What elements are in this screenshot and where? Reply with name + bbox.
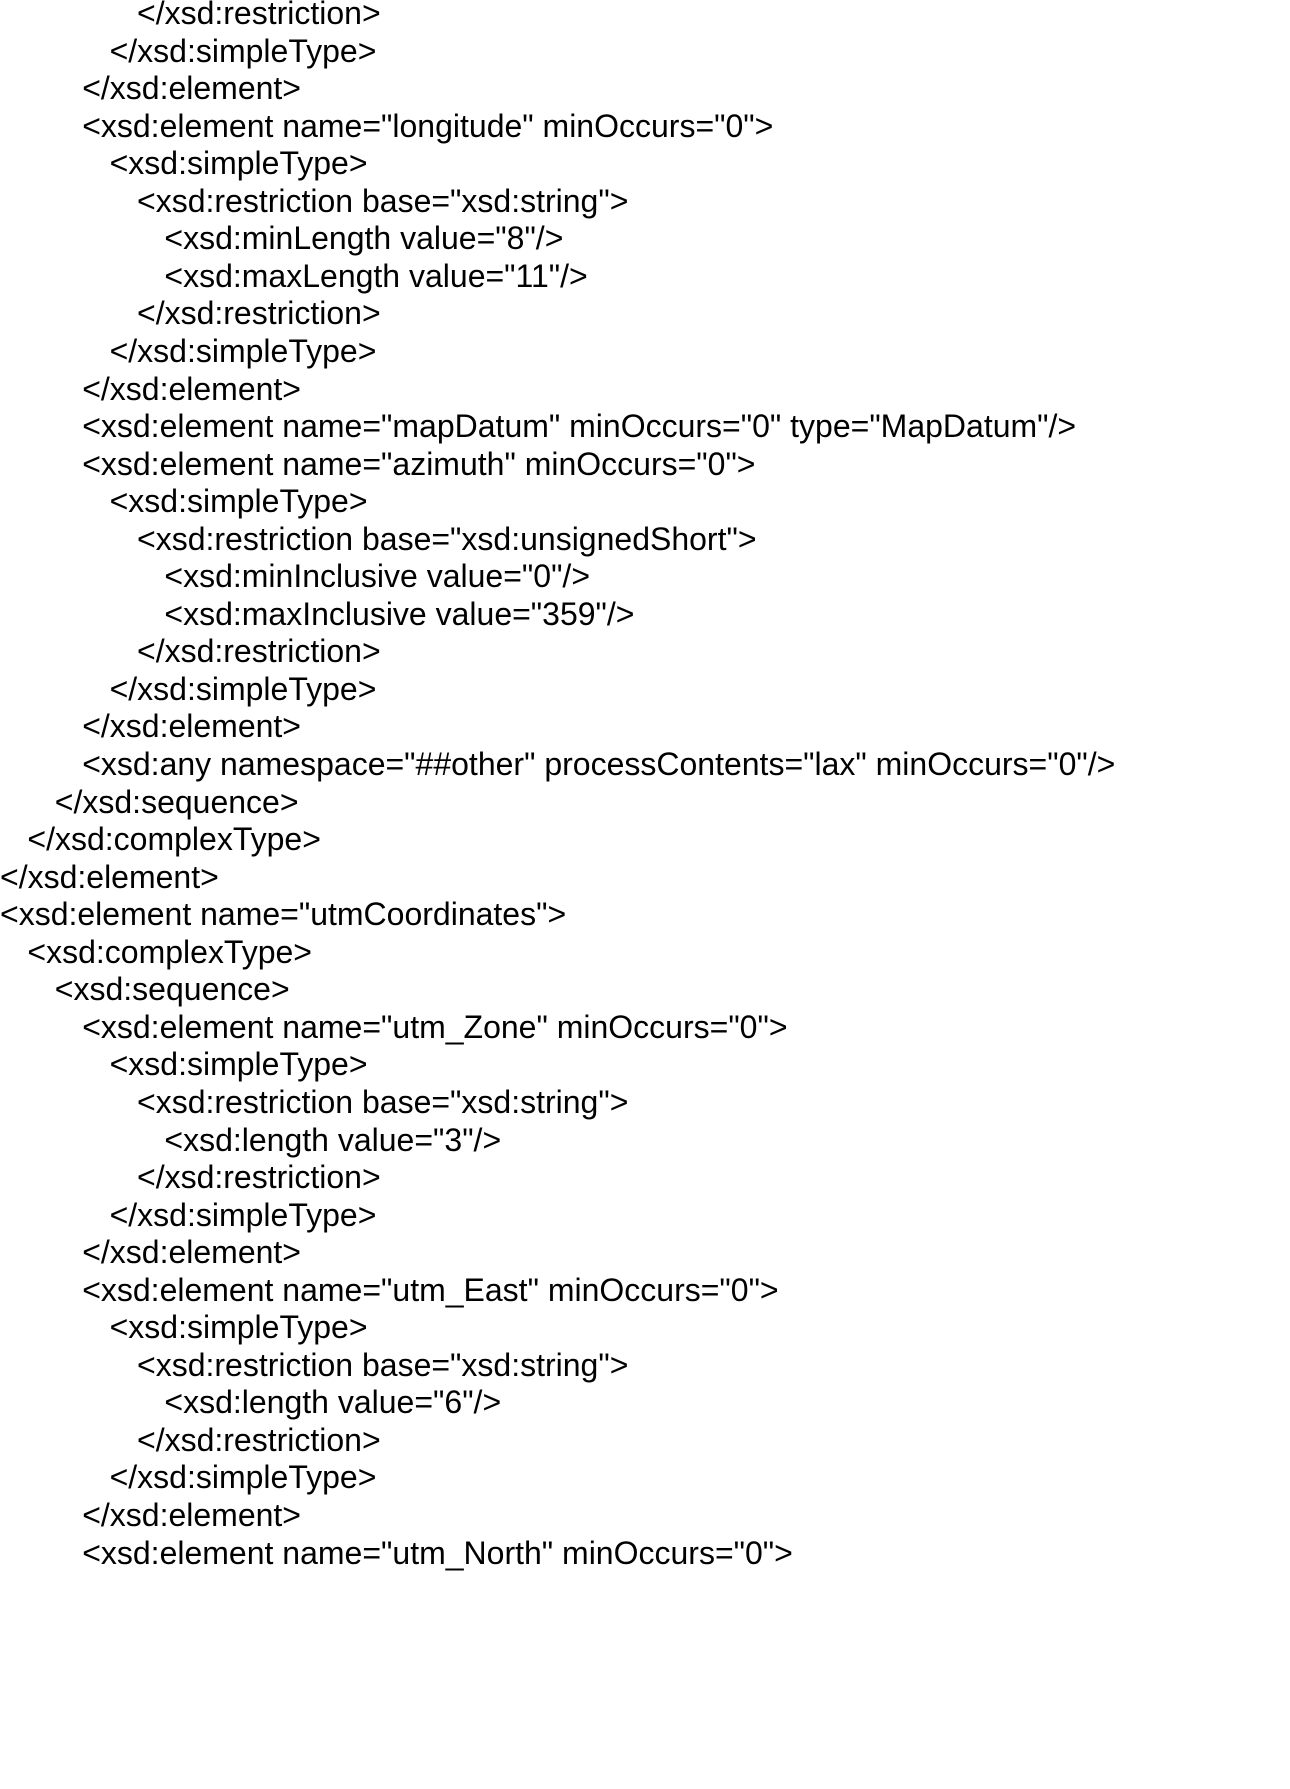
code-line: </xsd:simpleType> bbox=[109, 1459, 377, 1496]
code-line: </xsd:element> bbox=[82, 1234, 301, 1271]
code-line: </xsd:simpleType> bbox=[109, 332, 377, 369]
code-line: </xsd:simpleType> bbox=[109, 670, 377, 707]
code-line: </xsd:simpleType> bbox=[109, 1196, 377, 1233]
code-line: <xsd:length value="3"/> bbox=[164, 1121, 502, 1158]
code-line: <xsd:simpleType> bbox=[109, 145, 368, 182]
code-line: <xsd:minInclusive value="0"/> bbox=[164, 558, 590, 595]
code-line: </xsd:restriction> bbox=[137, 1159, 381, 1196]
code-line: <xsd:simpleType> bbox=[109, 1046, 368, 1083]
code-line: <xsd:element name="mapDatum" minOccurs="… bbox=[82, 408, 1077, 445]
code-line: <xsd:restriction base="xsd:string"> bbox=[137, 182, 629, 219]
code-line: <xsd:restriction base="xsd:string"> bbox=[137, 1083, 629, 1120]
code-line: </xsd:complexType> bbox=[27, 821, 321, 858]
code-line: <xsd:minLength value="8"/> bbox=[164, 220, 564, 257]
code-line: </xsd:element> bbox=[82, 70, 301, 107]
code-line: <xsd:element name="utm_East" minOccurs="… bbox=[82, 1271, 779, 1308]
code-line: </xsd:element> bbox=[82, 708, 301, 745]
code-line: <xsd:complexType> bbox=[27, 933, 312, 970]
code-line: </xsd:restriction> bbox=[137, 1421, 381, 1458]
code-line: </xsd:restriction> bbox=[137, 295, 381, 332]
code-line: </xsd:element> bbox=[82, 370, 301, 407]
code-line: </xsd:restriction> bbox=[137, 0, 381, 31]
code-line: <xsd:restriction base="xsd:string"> bbox=[137, 1346, 629, 1383]
code-line: <xsd:simpleType> bbox=[109, 1309, 368, 1346]
code-line: <xsd:element name="utmCoordinates"> bbox=[0, 896, 567, 933]
code-line: </xsd:element> bbox=[82, 1497, 301, 1533]
code-line: <xsd:sequence> bbox=[54, 971, 290, 1008]
code-line: <xsd:element name="longitude" minOccurs=… bbox=[82, 107, 774, 144]
code-line: <xsd:element name="azimuth" minOccurs="0… bbox=[82, 445, 756, 482]
code-line: <xsd:restriction base="xsd:unsignedShort… bbox=[137, 520, 757, 557]
code-line: </xsd:sequence> bbox=[54, 783, 299, 820]
code-line: <xsd:element name="utm_Zone" minOccurs="… bbox=[82, 1008, 788, 1045]
code-line: </xsd:element> bbox=[0, 858, 219, 895]
code-line: <xsd:length value="6"/> bbox=[164, 1384, 502, 1421]
code-line: </xsd:restriction> bbox=[137, 633, 381, 670]
code-line: <xsd:maxLength value="11"/> bbox=[164, 257, 588, 294]
code-line: <xsd:element name="utm_North" minOccurs=… bbox=[82, 1534, 793, 1571]
code-line: <xsd:any namespace="##other" processCont… bbox=[82, 746, 1116, 782]
code-line: <xsd:simpleType> bbox=[109, 483, 368, 520]
code-line: <xsd:maxInclusive value="359"/> bbox=[164, 595, 635, 632]
code-line: </xsd:simpleType> bbox=[109, 32, 377, 69]
